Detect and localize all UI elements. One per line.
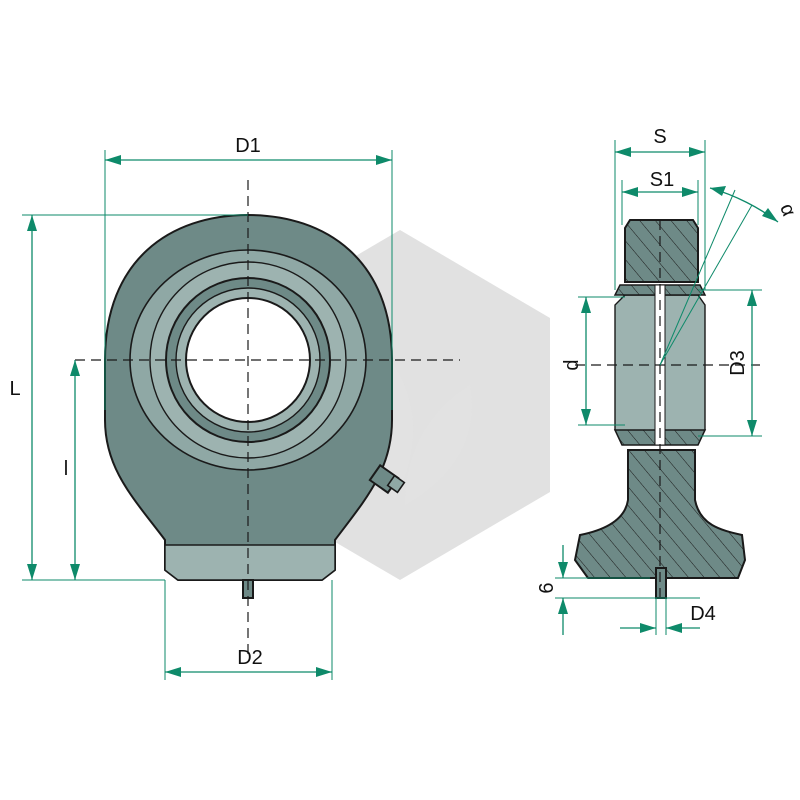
dim-label-D4: D4 (690, 603, 716, 625)
dim-label-alpha: α (775, 201, 800, 219)
dim-label-D1: D1 (235, 135, 261, 157)
front-view (75, 180, 460, 660)
dim-label-D3: D3 (727, 350, 749, 376)
front-dimensions: D1 L l D2 (9, 135, 393, 680)
side-section-view (573, 219, 760, 600)
grease-nipple (368, 463, 406, 495)
side-dimensions: S S1 α d D3 6 (536, 126, 800, 635)
dim-label-S1: S1 (650, 169, 674, 191)
dim-label-six: 6 (536, 582, 558, 593)
dim-label-l: l (64, 458, 68, 480)
dim-label-S: S (653, 126, 666, 148)
dim-label-D2: D2 (237, 647, 263, 669)
dim-label-d: d (561, 359, 583, 370)
dim-label-L: L (9, 378, 20, 400)
